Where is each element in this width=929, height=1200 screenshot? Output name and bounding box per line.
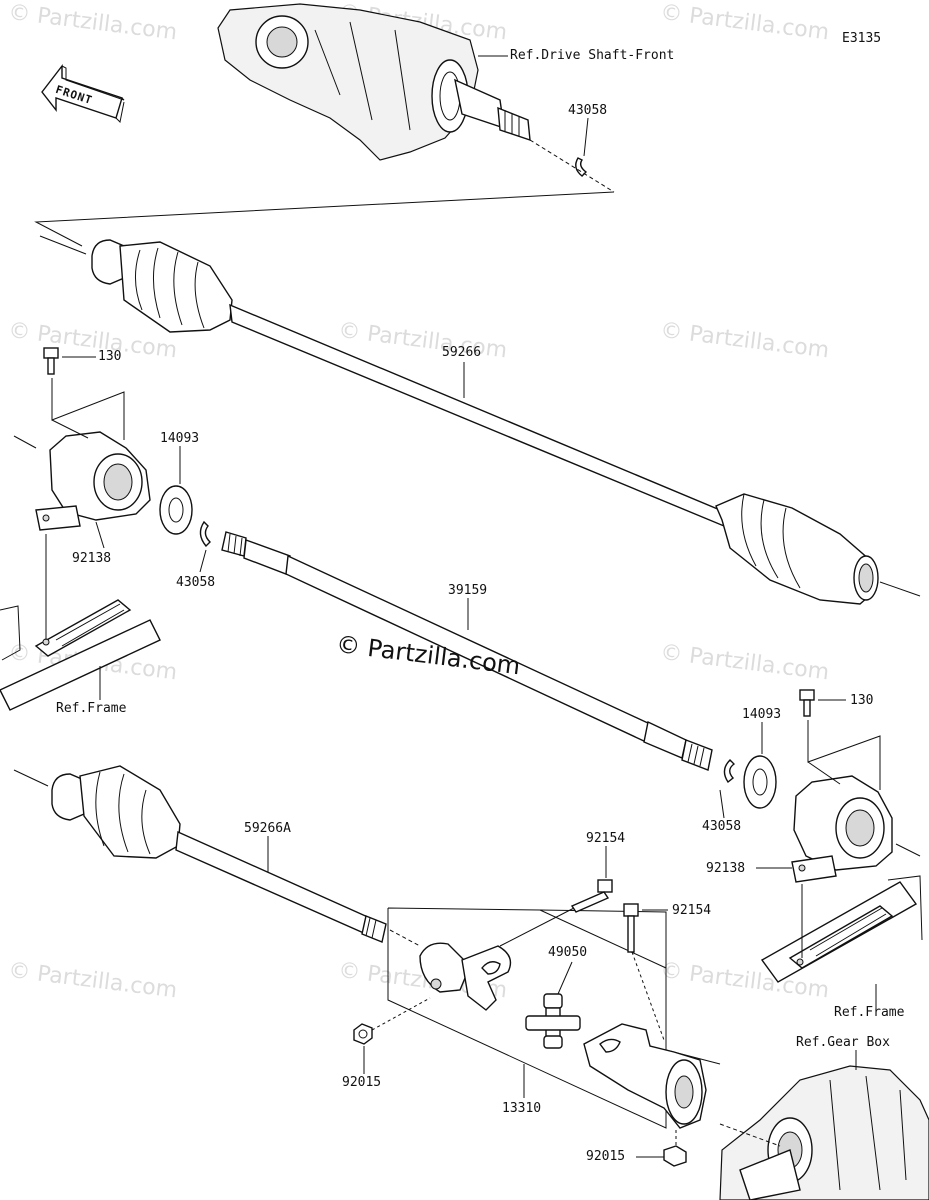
frame-left <box>0 599 161 711</box>
part-label-49050[interactable]: 49050 <box>548 945 588 960</box>
part-label-59266a[interactable]: 59266A <box>244 821 291 836</box>
nut-92015-bottom <box>663 1145 687 1167</box>
part-label-92015-bottom[interactable]: 92015 <box>586 1149 626 1164</box>
yoke-flange-right <box>583 1023 707 1129</box>
bolt-130-left <box>43 347 59 375</box>
part-label-92015-left[interactable]: 92015 <box>342 1075 382 1090</box>
nut-92015-left <box>353 1023 373 1045</box>
diagram-code: E3135 <box>842 31 882 46</box>
part-label-130-right[interactable]: 130 <box>850 693 874 708</box>
washer-14093-right <box>743 755 777 809</box>
part-label-92154-b[interactable]: 92154 <box>672 903 712 918</box>
drive-shaft-59266a <box>51 765 387 943</box>
part-label-13310[interactable]: 13310 <box>502 1101 542 1116</box>
part-label-130-left[interactable]: 130 <box>98 349 122 364</box>
ref-frame-left: Ref.Frame <box>56 701 127 716</box>
shaft-39159 <box>221 531 713 771</box>
front-differential-housing <box>217 3 531 161</box>
cross-spider-49050 <box>525 993 581 1049</box>
bolt-130-right <box>799 689 815 717</box>
ref-frame-right: Ref.Frame <box>834 1005 905 1020</box>
part-label-43058-top[interactable]: 43058 <box>568 103 608 118</box>
washer-14093-left <box>159 485 193 535</box>
frame-right <box>760 875 923 983</box>
ref-gear-box: Ref.Gear Box <box>796 1035 890 1050</box>
part-label-14093-left[interactable]: 14093 <box>160 431 200 446</box>
drive-shaft-59266 <box>91 239 879 605</box>
part-label-92138-right[interactable]: 92138 <box>706 861 746 876</box>
circlip-icon <box>199 520 211 548</box>
part-label-43058-right[interactable]: 43058 <box>702 819 742 834</box>
ref-drive-shaft-front: Ref.Drive Shaft-Front <box>510 48 675 63</box>
leader-lines <box>62 55 857 1158</box>
part-label-14093-right[interactable]: 14093 <box>742 707 782 722</box>
part-label-92154-a[interactable]: 92154 <box>586 831 626 846</box>
bearing-housing-right <box>791 775 893 883</box>
part-label-43058-left[interactable]: 43058 <box>176 575 216 590</box>
circlip-icon <box>723 759 736 784</box>
yoke-left <box>419 942 512 1011</box>
part-label-59266[interactable]: 59266 <box>442 345 482 360</box>
front-arrow-icon <box>41 63 125 124</box>
bearing-housing-left <box>35 431 151 531</box>
bolt-92154-b <box>623 903 639 953</box>
part-label-92138-left[interactable]: 92138 <box>72 551 112 566</box>
gear-box-housing <box>719 1065 929 1200</box>
circlip-icon <box>575 157 588 177</box>
bolt-92154-a <box>570 879 613 913</box>
part-label-39159[interactable]: 39159 <box>448 583 488 598</box>
